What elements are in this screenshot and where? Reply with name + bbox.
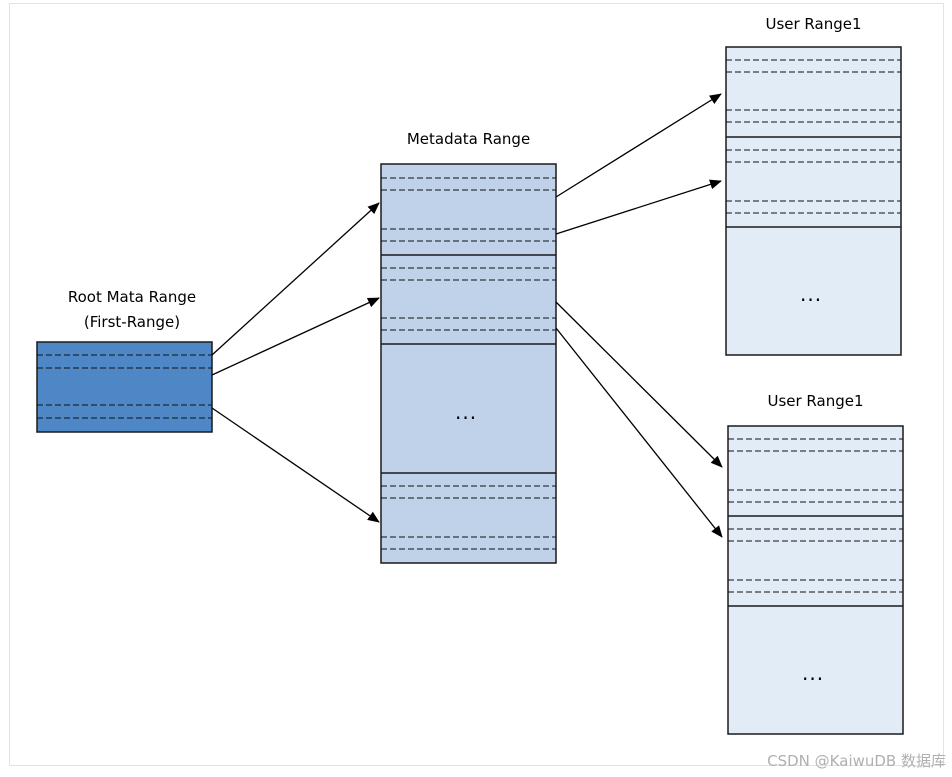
arrow-root-to-meta-3 (211, 407, 380, 523)
metadata-range-title: Metadata Range (406, 130, 531, 148)
root-range-title: Root Mata Range (67, 288, 197, 306)
user-range-top-ellipsis: ... (800, 282, 823, 306)
arrow-meta-to-user-1 (555, 93, 722, 198)
user-range-top-block (725, 46, 902, 356)
user-range-top-title: User Range1 (765, 15, 862, 33)
root-range-subtitle: (First-Range) (83, 313, 181, 331)
arrow-root-to-meta-1 (211, 202, 380, 356)
diagram-frame (9, 3, 944, 766)
user-range-bottom-ellipsis: ... (802, 661, 825, 685)
user-range-bottom-title: User Range1 (767, 392, 864, 410)
arrow-root-to-meta-2 (211, 297, 380, 376)
watermark-text: CSDN @KaiwuDB 数据库 (767, 752, 946, 770)
metadata-range-block (380, 163, 557, 564)
arrow-meta-to-user-2 (555, 179, 722, 235)
root-range-block (36, 341, 213, 433)
metadata-ellipsis: ... (455, 400, 478, 424)
user-range-bottom-block (727, 425, 904, 735)
arrow-meta-to-user-3 (555, 301, 723, 468)
arrow-meta-to-user-4 (555, 327, 723, 538)
